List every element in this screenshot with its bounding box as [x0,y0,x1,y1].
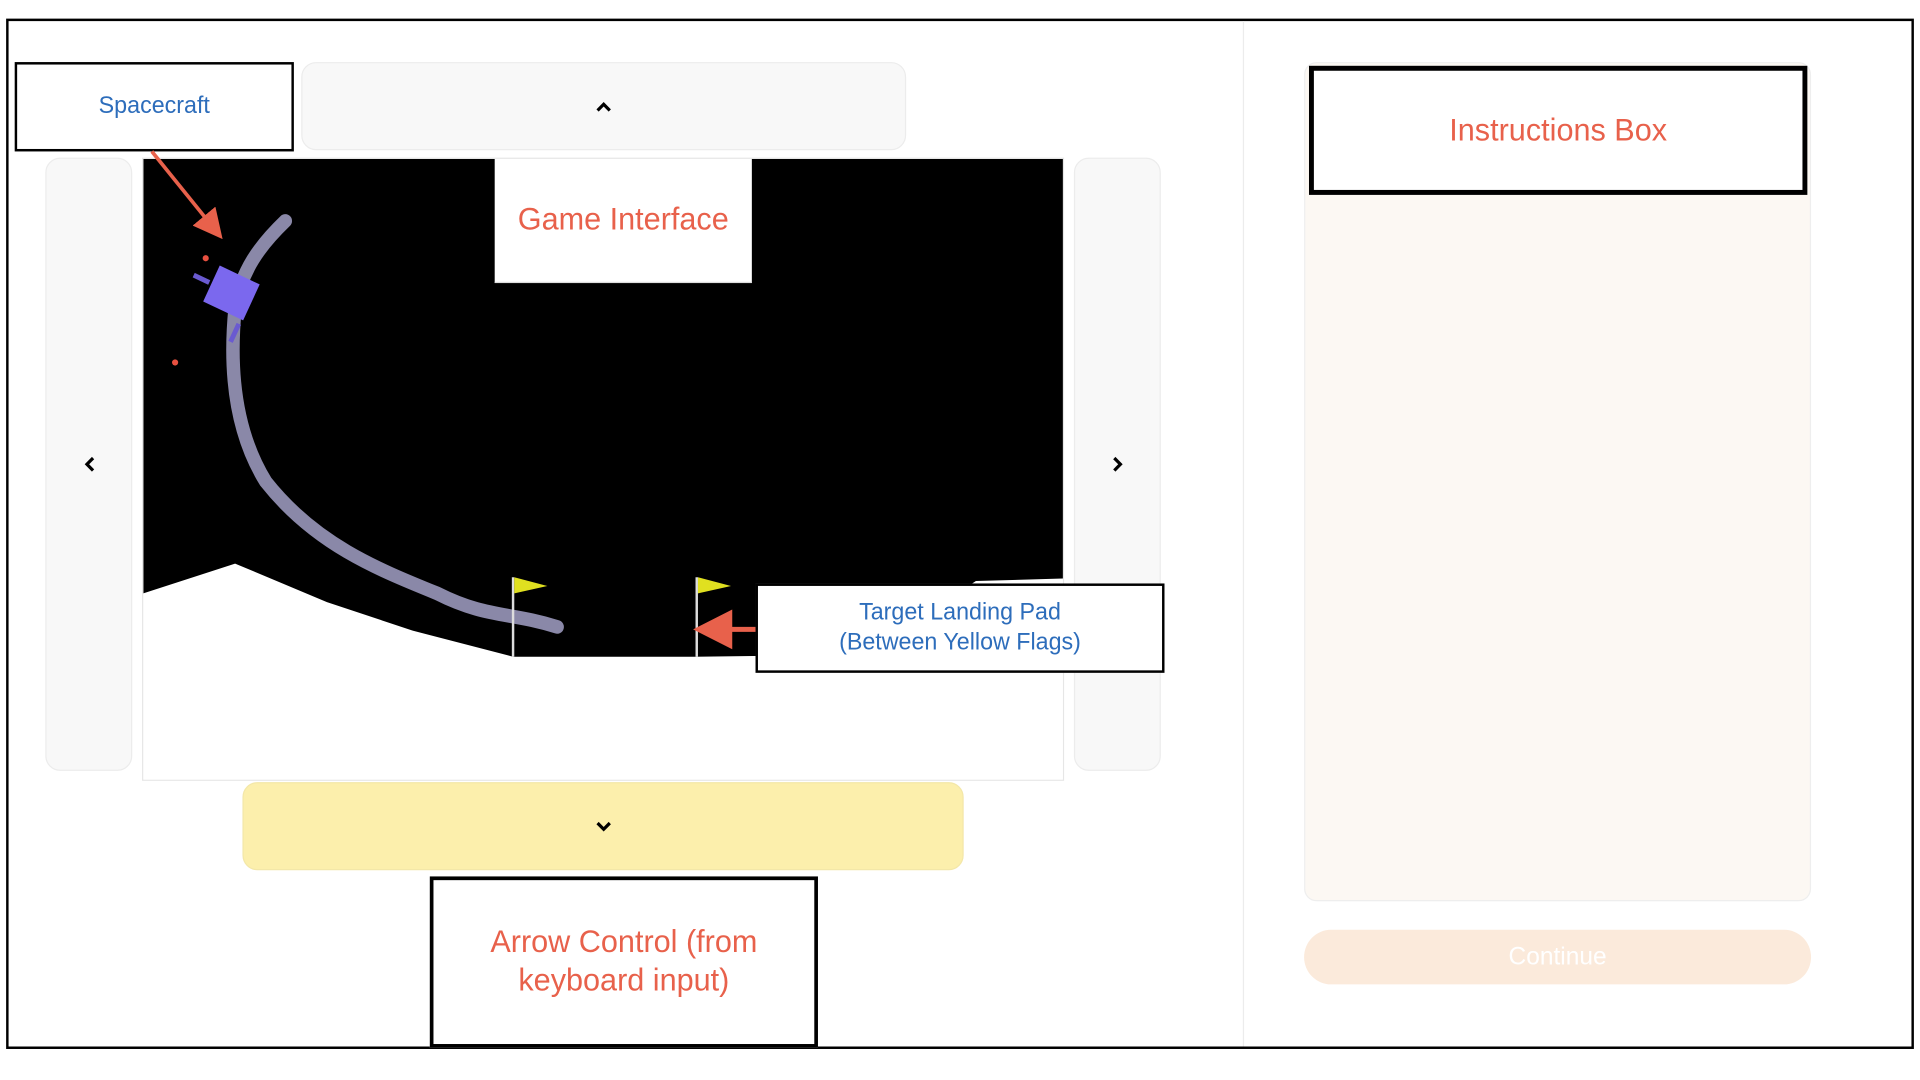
target-annotation-line2: (Between Yellow Flags) [839,629,1081,656]
down-arrow-button[interactable] [242,782,964,871]
target-landing-pad-annotation: Target Landing Pad (Between Yellow Flags… [755,583,1165,673]
arrow-control-annotation: Arrow Control (from keyboard input) [429,876,818,1048]
continue-button[interactable]: Continue [1304,929,1812,985]
spacecraft-annotation-text: Spacecraft [98,93,210,120]
continue-label: Continue [1508,942,1607,971]
arrow-control-line2: keyboard input) [518,963,730,999]
spacecraft-annotation: Spacecraft [14,62,294,152]
sky [143,158,1063,657]
arrow-control-line1: Arrow Control (from [490,924,758,960]
left-flag [511,577,548,657]
instructions-box-annotation: Instructions Box [1308,65,1808,195]
instructions-panel [1304,62,1812,902]
instructions-box-text: Instructions Box [1449,112,1668,148]
game-interface-annotation: Game Interface [494,158,752,284]
lander [192,265,260,343]
chevron-right-icon [1112,456,1123,472]
screenshot-frame [6,18,1914,1049]
panel-divider [1242,21,1245,1047]
particle [172,359,179,366]
game-interface-annotation-text: Game Interface [517,202,729,238]
chevron-up-icon [596,101,611,112]
chevron-down-icon [595,821,611,831]
target-annotation-line1: Target Landing Pad [859,599,1061,626]
left-arrow-button[interactable] [45,157,133,771]
spacecraft-arrow [150,150,223,240]
particle [202,255,209,262]
up-arrow-button[interactable] [301,62,907,151]
chevron-left-icon [84,456,94,472]
